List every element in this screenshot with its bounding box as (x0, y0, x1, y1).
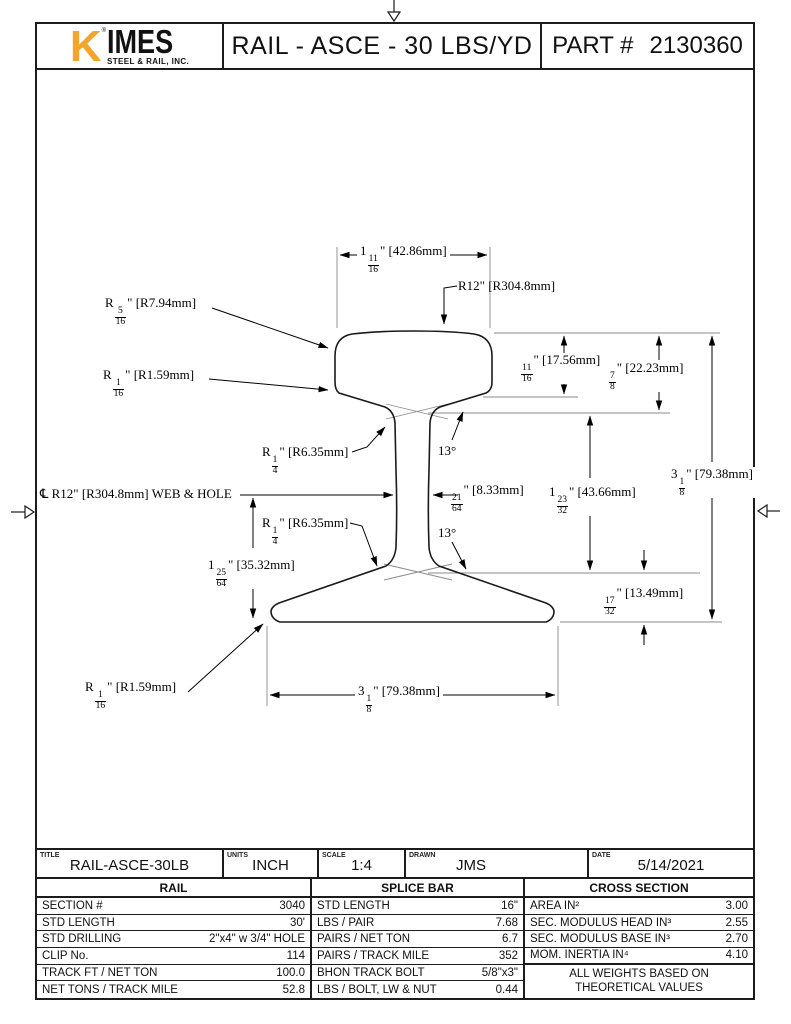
kimes-logo: K® IMES STEEL & RAIL, INC. (69, 22, 190, 72)
units-value: INCH (252, 857, 289, 874)
title-block: TITLE RAIL-ASCE-30LB UNITS INCH SCALE 1:… (35, 848, 755, 1000)
title-bar: K® IMES STEEL & RAIL, INC. RAIL - ASCE -… (35, 22, 755, 70)
table-row: CLIP No.114 (37, 948, 310, 965)
drawing-title: RAIL - ASCE - 30 LBS/YD (231, 31, 533, 60)
centering-mark-right (756, 503, 780, 519)
logo-k: K (69, 22, 102, 72)
date-cell: DATE 5/14/2021 (589, 850, 753, 877)
title-value: RAIL-ASCE-30LB (69, 857, 190, 874)
logo-imes: IMES (107, 23, 174, 61)
part-number-cell: PART # 2130360 (542, 22, 755, 70)
reference-lines (266, 247, 722, 706)
date-label: DATE (592, 852, 611, 859)
scale-value: 1:4 (351, 857, 372, 874)
units-label: UNITS (227, 852, 248, 859)
logo-cell: K® IMES STEEL & RAIL, INC. (35, 22, 222, 70)
part-label: PART # (552, 32, 634, 59)
registered-mark: ® (101, 28, 107, 35)
rail-section-header: RAIL (37, 879, 312, 896)
weights-note: ALL WEIGHTS BASED ON THEORETICAL VALUES (569, 967, 709, 995)
drawn-label: DRAWN (409, 852, 436, 859)
part-number: 2130360 (649, 32, 743, 59)
date-value: 5/14/2021 (637, 857, 705, 874)
title-cell: TITLE RAIL-ASCE-30LB (37, 850, 224, 877)
scale-cell: SCALE 1:4 (319, 850, 406, 877)
splice-bar-section-header: SPLICE BAR (312, 879, 525, 896)
section-header-row: RAIL SPLICE BAR CROSS SECTION (37, 879, 753, 898)
title-label: TITLE (40, 852, 60, 859)
dim-r12-head: R12" [R304.8mm] (458, 278, 556, 293)
scale-label: SCALE (322, 852, 346, 859)
drawing-title-cell: RAIL - ASCE - 30 LBS/YD (222, 22, 542, 70)
title-block-row: TITLE RAIL-ASCE-30LB UNITS INCH SCALE 1:… (37, 850, 753, 879)
centering-mark-top (386, 0, 402, 23)
cross-section-header: CROSS SECTION (589, 880, 689, 895)
units-cell: UNITS INCH (224, 850, 319, 877)
centering-mark-left (11, 504, 36, 520)
dim-angle-upper: 13° (438, 443, 457, 458)
table-row: SECTION #3040 (37, 898, 310, 915)
drawn-cell: DRAWN JMS (406, 850, 589, 877)
dim-web-hole-centerline: ℄ R12" [R304.8mm] WEB & HOLE (40, 486, 232, 501)
rail-profile-outline (270, 330, 555, 623)
drawn-value: JMS (456, 857, 486, 874)
dim-angle-lower: 13° (438, 525, 457, 540)
logo-tagline: STEEL & RAIL, INC. (107, 56, 190, 66)
